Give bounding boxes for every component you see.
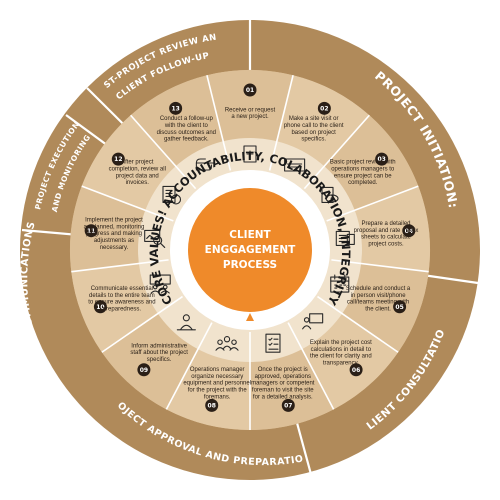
step-segment: [81, 115, 176, 211]
step-divider: [326, 185, 419, 222]
step-number: 03: [377, 156, 385, 163]
step-divider: [331, 259, 429, 273]
step-number: 06: [352, 367, 360, 374]
step-divider: [81, 185, 174, 222]
step-number-badge: [111, 152, 125, 166]
step-segment: [71, 263, 158, 353]
step-divider: [317, 295, 399, 353]
step-segment: [302, 313, 399, 410]
meeting-board-icon: [149, 274, 171, 294]
analytics-magnifier-icon: [144, 229, 166, 248]
checklist-icon: [265, 333, 281, 353]
document-review-eye-icon: [321, 186, 339, 204]
step-segment: [250, 349, 334, 430]
step-number: 13: [171, 105, 179, 112]
step-segment: [354, 186, 430, 272]
center-title-line2: ENGGAGEMENT: [205, 244, 297, 256]
center-title-line1: CLIENT: [229, 229, 271, 241]
step-segment: [130, 75, 224, 167]
step-divider: [165, 322, 213, 410]
step-number: 11: [87, 228, 95, 235]
document-plus-icon: [243, 145, 257, 163]
icon-dividers: [71, 75, 429, 430]
step-number-badge: [137, 363, 151, 377]
step-divider: [287, 322, 335, 410]
step-number-badge: [402, 224, 416, 238]
step-divider: [130, 114, 197, 190]
step-segment: [166, 349, 250, 430]
step-number-badge: [84, 224, 98, 238]
step-segment: [70, 186, 146, 272]
step-icons: [144, 145, 355, 353]
step-number: 02: [320, 105, 328, 112]
step-number: 08: [208, 402, 216, 409]
admin-staff-icon: [176, 314, 196, 331]
step-divider: [101, 295, 183, 353]
step-number: 09: [140, 367, 148, 374]
step-number-badge: [317, 101, 331, 115]
presentation-icon: [302, 313, 324, 330]
center-title-line3: PROCESS: [223, 259, 277, 271]
step-segment: [206, 70, 294, 142]
calendar-icon: [330, 274, 350, 293]
contact-card-icon: [284, 158, 306, 172]
step-number-badge: [375, 152, 389, 166]
step-segment: [342, 263, 429, 353]
step-divider: [303, 114, 370, 190]
step-number: 10: [96, 304, 104, 311]
step-number-badge: [93, 300, 107, 314]
step-divider: [71, 259, 169, 273]
step-segment: [276, 75, 370, 167]
step-number: 07: [284, 402, 292, 409]
invoice-icon: [162, 185, 182, 205]
team-icon: [215, 336, 239, 351]
step-number-badge: [169, 101, 183, 115]
step-number: 05: [395, 304, 403, 311]
step-number: 01: [246, 87, 254, 94]
step-number-badge: [393, 300, 407, 314]
step-number-badge: [243, 83, 257, 97]
center-circle: [188, 188, 312, 312]
step-number-badge: [281, 398, 295, 412]
step-segments: [70, 70, 430, 430]
step-number-badge: [349, 363, 363, 377]
step-segment: [101, 313, 198, 410]
step-segment: [324, 115, 419, 211]
step-divider: [268, 75, 294, 171]
step-divider: [206, 75, 232, 171]
step-number: 04: [405, 228, 413, 235]
pointing-hand-icon: [195, 158, 215, 171]
step-number: 12: [114, 156, 122, 163]
calculator-sheet-icon: [335, 230, 355, 246]
step-number-badge: [205, 398, 219, 412]
core-values-arrow-icon: [246, 313, 254, 321]
